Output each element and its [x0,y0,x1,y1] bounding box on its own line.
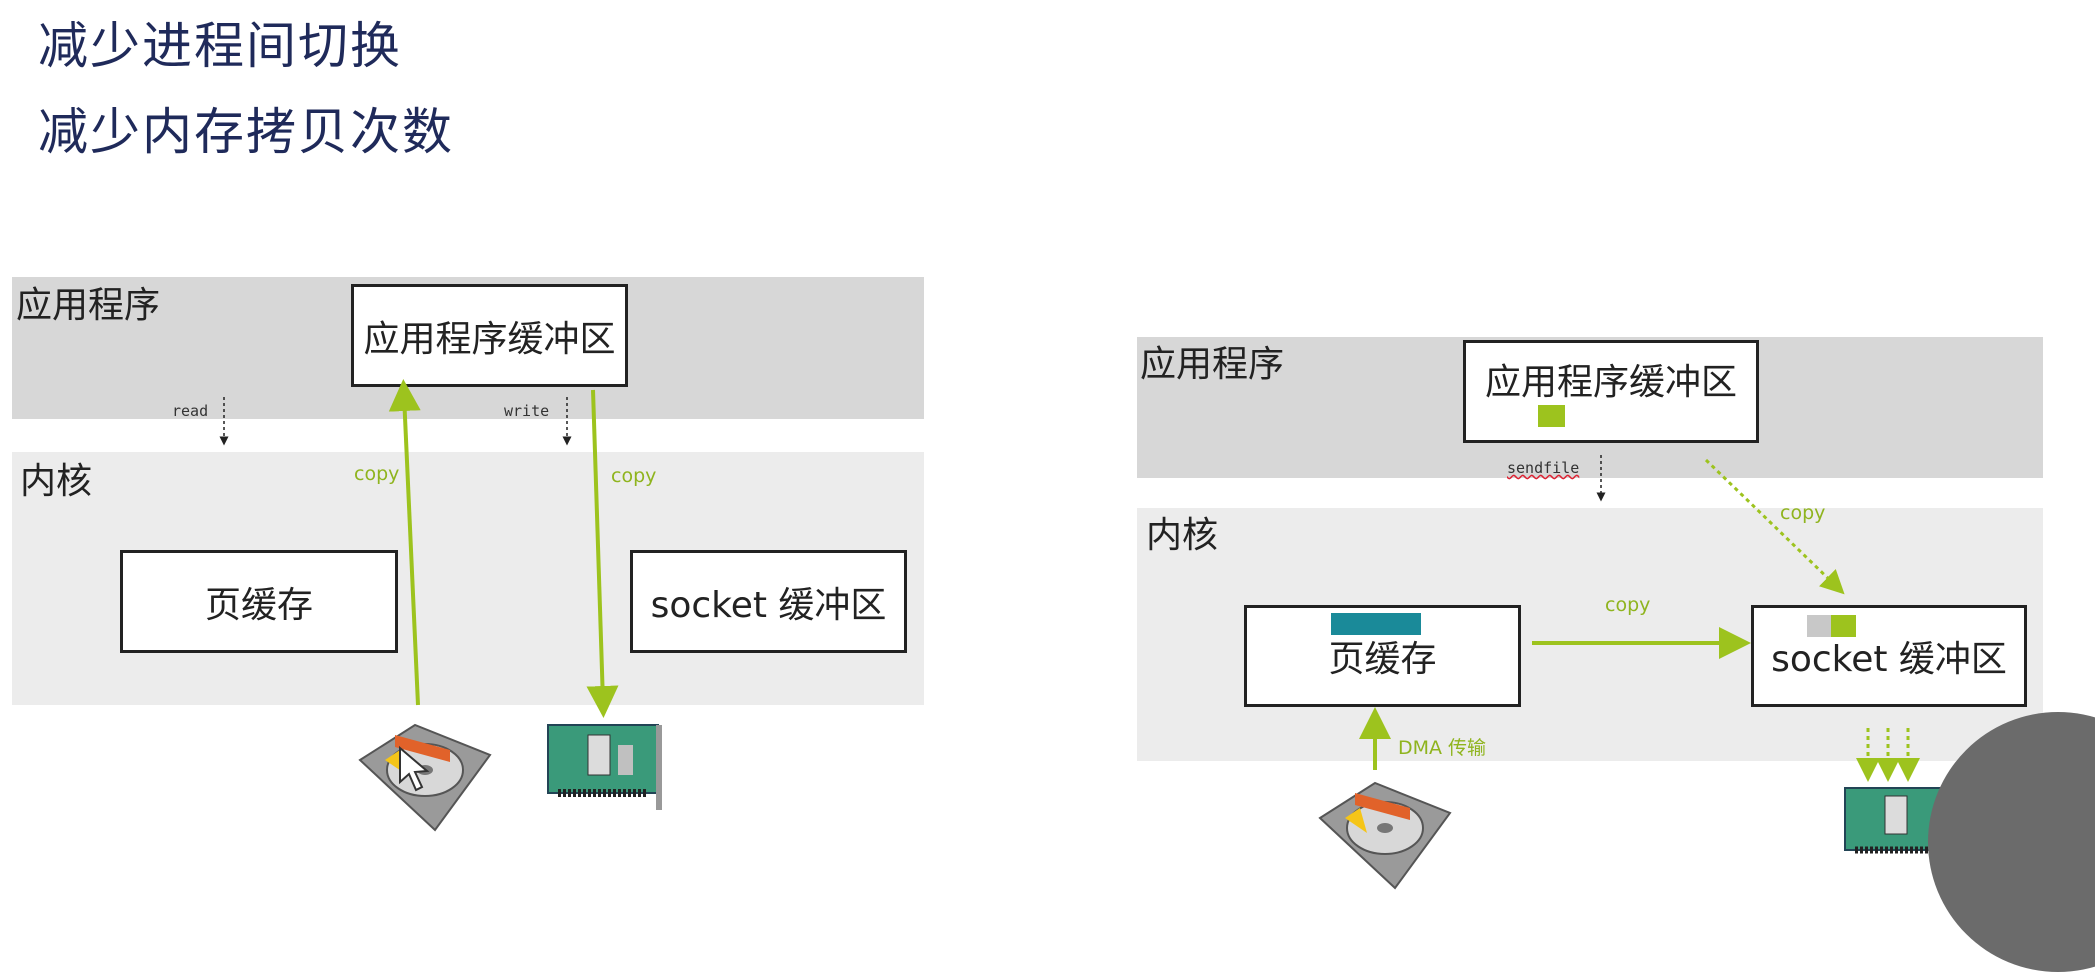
network-card-icon [547,724,662,810]
right-copy-diag-arrow [1704,458,1845,595]
left-kernel-lane-label: 内核 [20,461,93,502]
right-sendfile-label: sendfile [1507,459,1580,477]
left-page-cache-label: 页缓存 [204,584,313,626]
left-app-buffer-label: 应用程序缓冲区 [363,318,616,360]
left-copy-down-label: copy [611,465,657,487]
left-app-lane-label: 应用程序 [16,285,161,326]
mouse-cursor-icon [399,745,430,792]
hard-disk-icon [358,723,492,832]
left-copy-down-arrow [586,389,619,718]
right-socket-green-block [1831,615,1856,637]
right-socket-buffer-label: socket 缓冲区 [1771,639,2007,680]
hard-disk-icon [1318,781,1452,890]
left-app-buffer-box: 应用程序缓冲区 [351,284,628,387]
left-socket-buffer-label: socket 缓冲区 [650,584,887,626]
right-app-buffer-box: 应用程序缓冲区 [1463,340,1759,443]
left-write-label: write [504,402,550,420]
left-page-cache-box: 页缓存 [120,550,398,653]
right-socket-grey-block [1807,615,1831,637]
right-app-buffer-block [1538,405,1565,427]
right-page-cache-label: 页缓存 [1328,639,1437,680]
right-app-lane-label: 应用程序 [1140,344,1285,385]
left-copy-up-arrow [388,379,421,706]
left-copy-up-label: copy [354,463,400,485]
right-copy-horiz-label: copy [1605,594,1651,616]
right-socket-buffer-box: socket 缓冲区 [1751,605,2027,707]
diagram-graphics [219,379,1956,890]
right-page-cache-box: 页缓存 [1244,605,1521,707]
heading-reduce-memory-copy: 减少内存拷贝次数 [38,103,454,161]
right-page-cache-block [1331,613,1421,635]
right-copy-diag-label: copy [1780,502,1826,524]
right-app-buffer-label: 应用程序缓冲区 [1484,362,1737,403]
right-kernel-lane-label: 内核 [1146,515,1219,556]
right-dma-label: DMA 传输 [1398,737,1487,759]
left-socket-buffer-box: socket 缓冲区 [630,550,907,653]
left-read-label: read [172,402,209,420]
heading-reduce-context-switch: 减少进程间切换 [38,17,402,75]
